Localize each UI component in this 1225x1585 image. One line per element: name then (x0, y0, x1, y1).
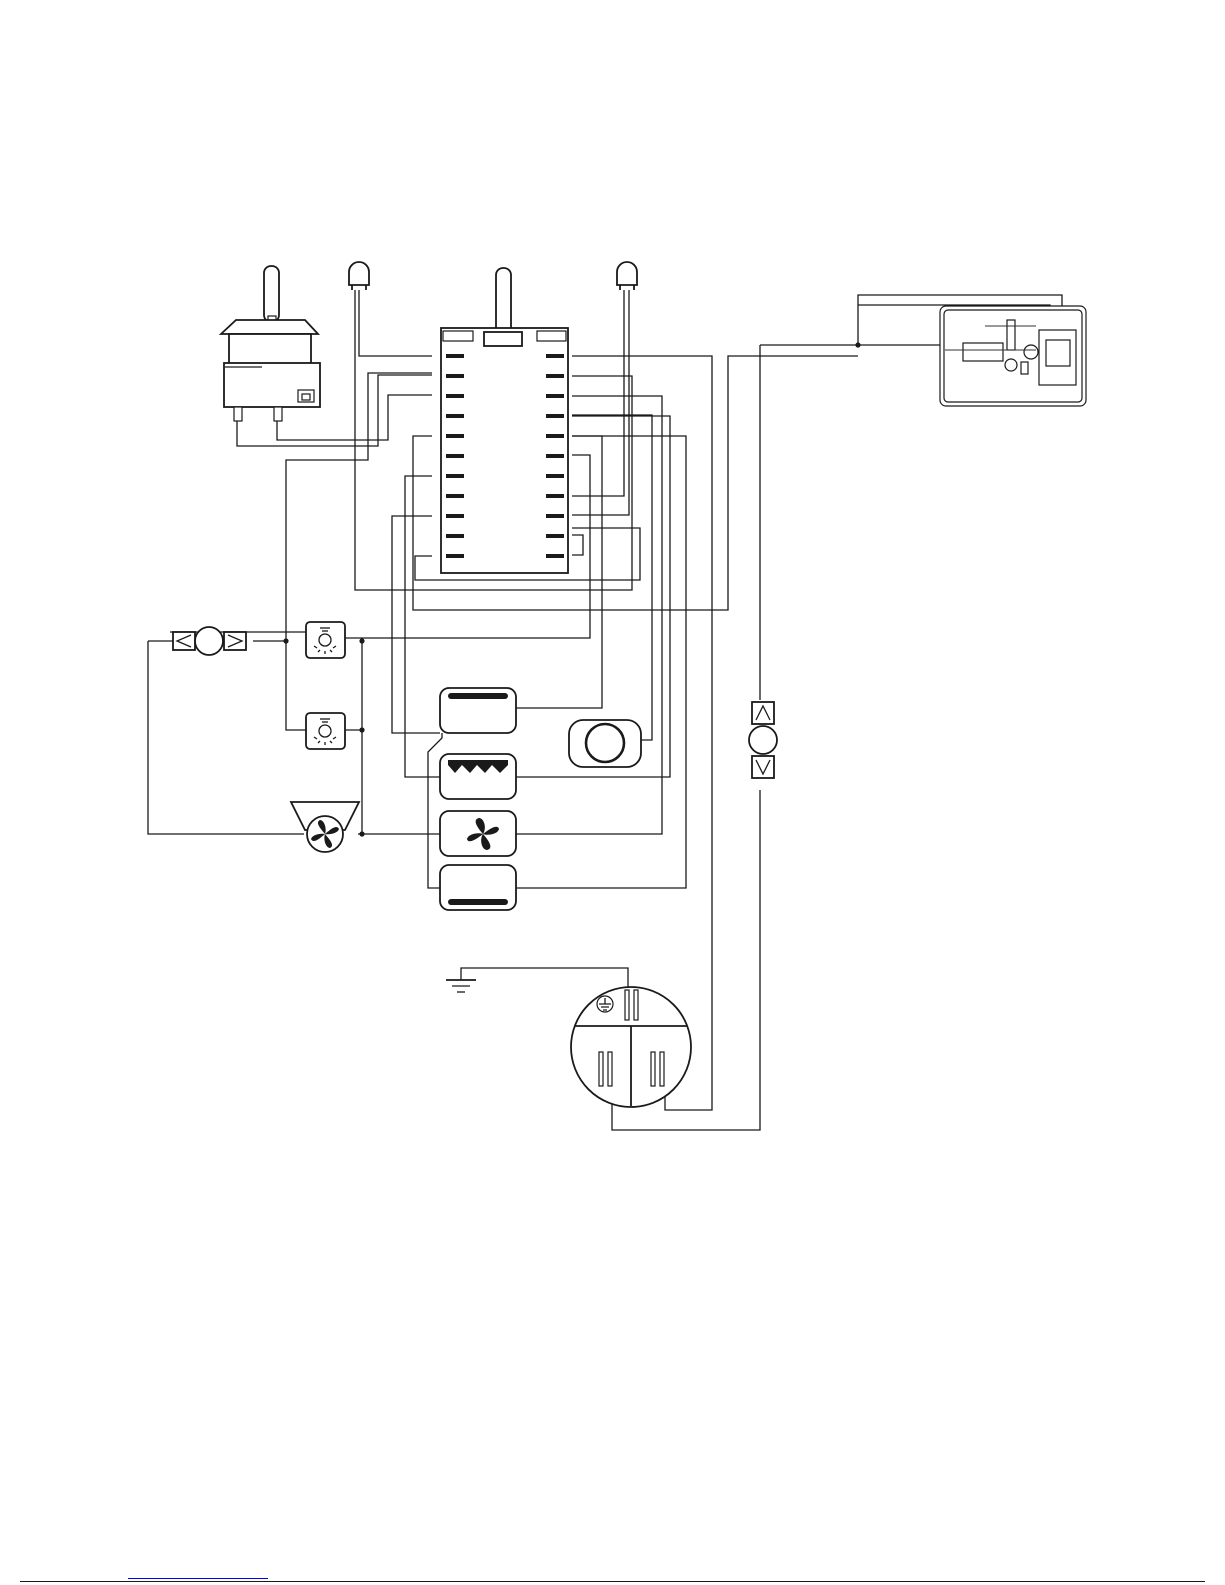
terminal-slot-left (446, 534, 464, 538)
link-underline[interactable] (128, 1578, 268, 1579)
terminal-slot-right (546, 414, 564, 418)
terminal-slot-right (546, 434, 564, 438)
terminal-slot-left (446, 454, 464, 458)
terminal-slot-left (446, 554, 464, 558)
wire-grill-heater (405, 476, 440, 777)
terminal-slot-right (546, 534, 564, 538)
junction-dot (359, 727, 364, 732)
terminal-slot-right (546, 374, 564, 378)
wire-right-lamp (572, 290, 629, 515)
wire-bus-lamp-lower (286, 632, 306, 730)
terminal-slot-right (546, 554, 564, 558)
rotary-switch-icon (221, 266, 320, 421)
circle-motor-icon (569, 720, 641, 767)
timer-module-icon (940, 306, 1086, 406)
terminal-slot-left (446, 494, 464, 498)
junction-dot (283, 638, 288, 643)
door-lock-motor (749, 702, 777, 778)
terminal-slot-left (446, 354, 464, 358)
wire-right-lamp-2 (572, 290, 624, 496)
terminal-slot-left (446, 514, 464, 518)
footer-rule (20, 1581, 1205, 1582)
turnspit-motor (173, 627, 246, 655)
terminal-slot-left (446, 474, 464, 478)
wire-left-lamp (359, 290, 432, 356)
terminal-slot-right (546, 474, 564, 478)
grill-element-icon (440, 754, 516, 799)
junction-dot (359, 831, 364, 836)
wire-bus-left (170, 373, 432, 632)
terminal-slot-right (546, 514, 564, 518)
wire-jumper (572, 535, 583, 555)
fan-icon (440, 811, 516, 856)
neon-lamp-icon (617, 262, 637, 290)
terminal-slot-right (546, 354, 564, 358)
terminal-slot-left (446, 434, 464, 438)
terminal-slot-left (446, 374, 464, 378)
terminal-slot-left (446, 414, 464, 418)
wire-earth (461, 968, 628, 990)
wire-heater-common (428, 733, 442, 888)
wire-top-heater-a (392, 516, 440, 733)
heating-element-icon (440, 688, 516, 733)
terminal-slot-right (546, 494, 564, 498)
heating-element-icon (440, 865, 516, 910)
fan-icon (291, 802, 359, 852)
terminal-slot-left (446, 394, 464, 398)
lamp-icon (306, 713, 345, 749)
junction-dot (855, 342, 860, 347)
neon-lamp-icon (349, 262, 369, 290)
wire-fan-loop (148, 641, 304, 834)
lamp-icon (306, 622, 345, 658)
junction-dot (359, 638, 364, 643)
terminal-slot-right (546, 454, 564, 458)
terminal-slot-right (546, 394, 564, 398)
ground-icon (446, 980, 476, 992)
programmer-switch (441, 268, 568, 573)
terminal-block-icon (571, 987, 691, 1107)
